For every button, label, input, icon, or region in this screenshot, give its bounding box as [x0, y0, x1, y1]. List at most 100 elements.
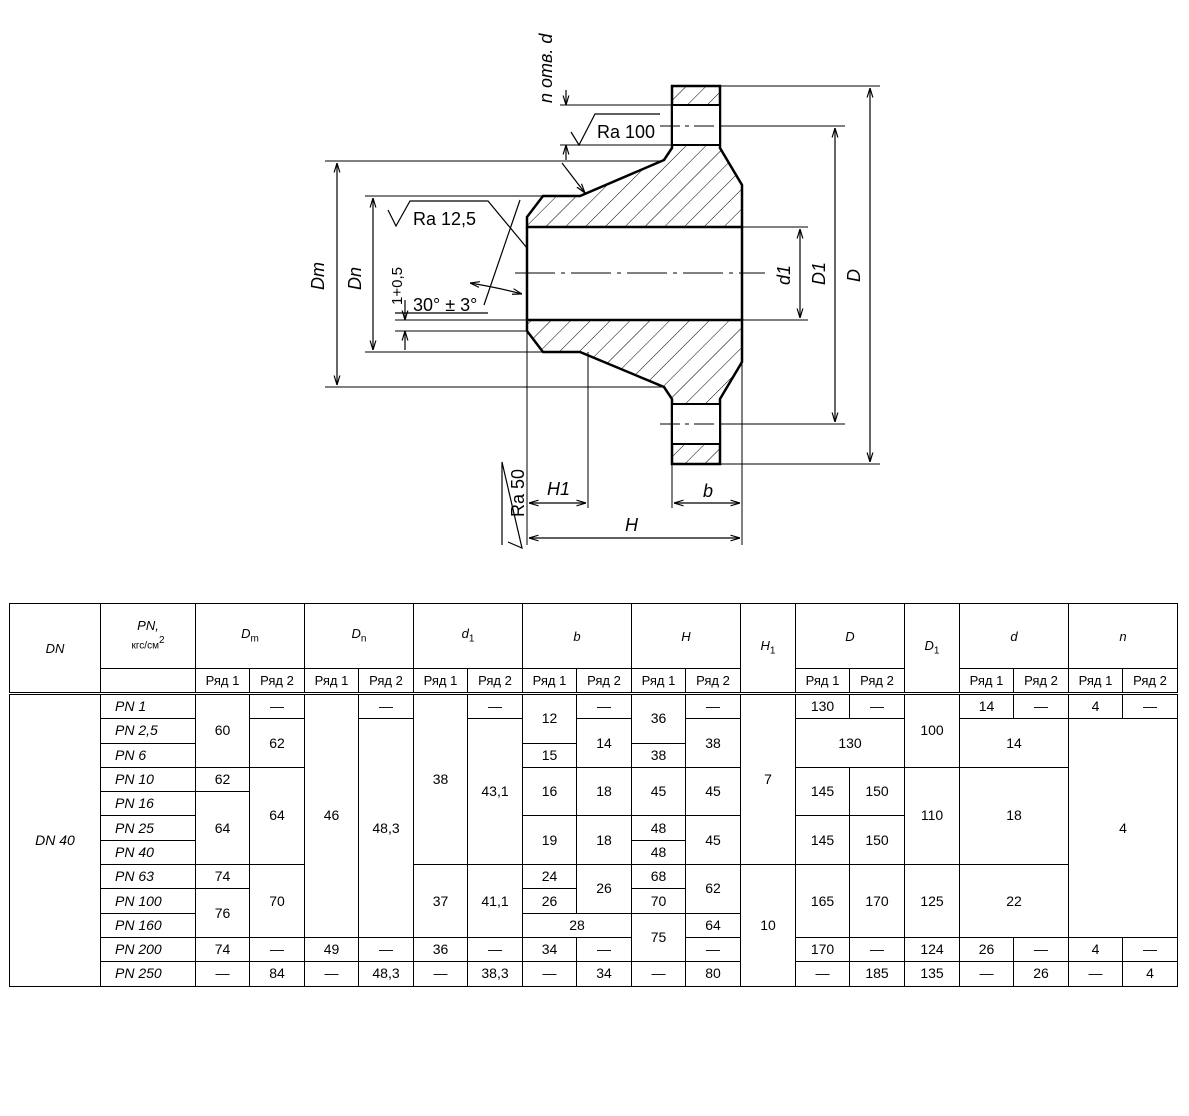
table-row: PN 16 64 — [10, 791, 1178, 866]
pn-cell: PN 16 — [100, 791, 196, 817]
cell: 4 — [1068, 691, 1123, 720]
pn-sup: 2 — [158, 635, 165, 647]
cell: 100 — [904, 692, 960, 768]
cell: 80 — [685, 961, 741, 987]
cell: 14 — [576, 718, 632, 768]
cell: — — [631, 961, 686, 987]
H-label: H — [625, 515, 639, 535]
cell: 38,3 — [467, 961, 523, 987]
pn-cell: PN 100 — [100, 888, 196, 914]
pn-cell: PN 250 — [100, 961, 196, 987]
pn-cell: PN 25 — [100, 815, 196, 841]
cell: 110 — [904, 766, 960, 866]
flange-section-upper — [525, 84, 744, 229]
cell: 38 — [631, 742, 686, 768]
cell: 28 — [522, 912, 632, 938]
row2-head: Ряд 2 — [249, 668, 305, 694]
cell: 68 — [631, 864, 686, 890]
pn-cell: PN 10 — [100, 766, 196, 793]
ra100-label: Ra 100 — [597, 122, 655, 142]
cell: 84 — [249, 961, 305, 987]
cell: 38 — [413, 691, 468, 866]
Dn-label: Dn — [345, 267, 365, 290]
table-row: PN 40 48 — [10, 839, 1178, 866]
cell: 165 — [795, 864, 850, 938]
cell: 12 — [522, 692, 577, 744]
holes-label: n отв. d — [536, 33, 556, 103]
row2-head: Ряд 2 — [849, 668, 905, 694]
cell: — — [576, 936, 632, 963]
dn-cell: DN 40 — [9, 692, 101, 987]
cell: — — [195, 961, 250, 987]
cell: 145 — [795, 766, 850, 817]
cell: — — [358, 691, 414, 720]
flange-drawing: n отв. d Ra 100 Ra 12,5 Ra 50 30° ± 3° 1… — [308, 33, 880, 550]
row1-head: Ряд 1 — [1068, 668, 1123, 694]
cell: 45 — [631, 766, 686, 817]
table-row: PN 100 76 26 70 — [10, 888, 1178, 938]
cell: — — [467, 691, 523, 720]
cell: 41,1 — [467, 864, 523, 938]
cell: — — [1013, 936, 1069, 963]
col-d1: d1 — [413, 603, 523, 669]
pn-cell: PN 40 — [100, 839, 196, 866]
cell: 26 — [1013, 961, 1069, 987]
cell: 48,3 — [358, 718, 414, 938]
cell: 19 — [522, 815, 577, 866]
pn-cell: PN 63 — [100, 864, 196, 890]
row1-head: Ряд 1 — [795, 668, 850, 694]
row1-head: Ряд 1 — [631, 668, 686, 694]
cell: 4 — [1122, 961, 1178, 987]
cell: 4 — [1068, 936, 1123, 963]
col-h: H — [631, 603, 741, 669]
cell: 130 — [795, 718, 905, 768]
d1-text: d — [461, 625, 469, 641]
col-h1: H1 — [740, 603, 796, 694]
row-header-row: Ряд 1 Ряд 2 Ряд 1 Ряд 2 Ряд 1 Ряд 2 Ряд … — [10, 668, 1178, 694]
row1-head: Ряд 1 — [522, 668, 577, 694]
cell: 64 — [249, 766, 305, 866]
pn-unit: кгс/см — [131, 640, 159, 652]
cell: 43,1 — [467, 718, 523, 866]
row1-head: Ряд 1 — [195, 668, 250, 694]
cell: 150 — [849, 766, 905, 817]
cell: 15 — [522, 742, 577, 768]
row1-head: Ряд 1 — [959, 668, 1014, 694]
cell: — — [685, 691, 741, 720]
cell: 4 — [1068, 718, 1178, 938]
cell: — — [959, 961, 1014, 987]
cell: 62 — [249, 718, 305, 768]
cell: 74 — [195, 864, 250, 890]
cell: 130 — [795, 691, 850, 720]
cell: — — [522, 961, 577, 987]
pn-cell: PN 6 — [100, 742, 196, 768]
cell: 62 — [685, 864, 741, 914]
ra125-label: Ra 12,5 — [413, 209, 476, 229]
table-row: PN 63 74 70 37 41,1 24 26 68 62 10 165 1… — [10, 864, 1178, 987]
cell: 7 — [740, 691, 796, 866]
cell: 24 — [522, 864, 577, 890]
cell: 16 — [522, 766, 577, 817]
cell: 26 — [959, 936, 1014, 963]
col-D: D — [795, 603, 905, 669]
cell: — — [849, 936, 905, 963]
cell: 64 — [195, 791, 250, 866]
cell: 170 — [795, 936, 850, 963]
cell: — — [685, 936, 741, 963]
col-dn: DN — [9, 603, 101, 694]
cell: 45 — [685, 766, 741, 817]
cell: 135 — [904, 961, 960, 987]
header-row: DN PN,кгс/см2 Dm Dn d1 b H H1 D D1 d n — [9, 603, 1178, 694]
cell: 45 — [685, 815, 741, 866]
pn-cell: PN 160 — [100, 912, 196, 938]
cell: — — [413, 961, 468, 987]
cell: 185 — [849, 961, 905, 987]
cell: 60 — [195, 692, 250, 768]
cell: — — [467, 936, 523, 963]
flange-section-lower — [525, 318, 744, 466]
cell: 22 — [959, 864, 1069, 938]
cell: — — [1068, 961, 1123, 987]
cell: 124 — [904, 936, 960, 963]
cell: — — [249, 691, 305, 720]
cell: — — [1122, 691, 1178, 720]
